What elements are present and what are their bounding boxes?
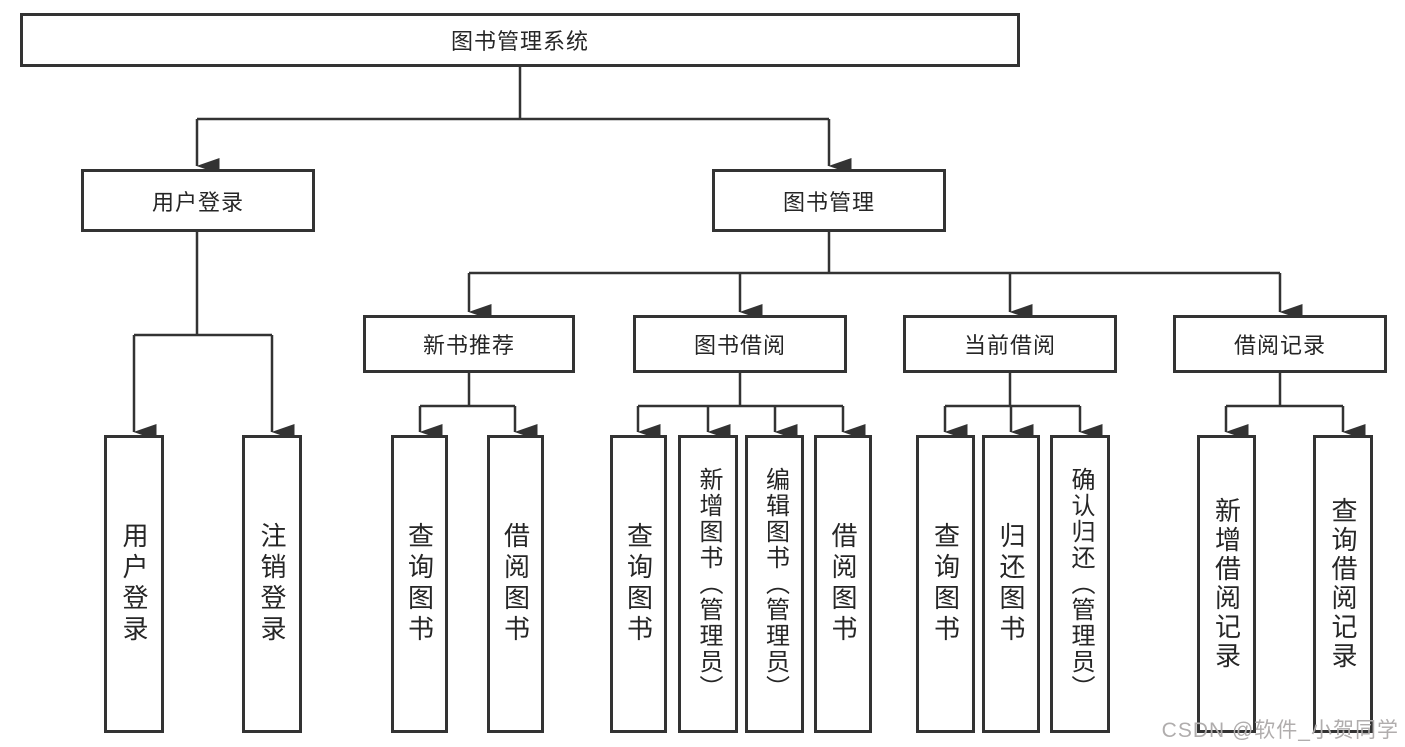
leaf-borrow-book-2-label: 借阅图书	[828, 522, 858, 646]
leaf-edit-book-admin-label: 编辑图书（管理员）	[761, 467, 789, 701]
leaf-return-book: 归还图书	[982, 435, 1040, 733]
node-new-book-rec-label: 新书推荐	[422, 333, 515, 358]
node-user-login: 用户登录	[81, 169, 315, 232]
node-user-login-label: 用户登录	[151, 189, 244, 215]
node-new-book-rec: 新书推荐	[363, 315, 575, 373]
connector-user-login	[134, 232, 272, 337]
connector-current-borrow	[945, 373, 1080, 408]
leaf-logout-label: 注销登录	[257, 522, 287, 646]
node-root-label: 图书管理系统	[450, 29, 589, 54]
leaf-confirm-return-admin: 确认归还（管理员）	[1050, 435, 1110, 733]
connector-borrow-records	[1226, 373, 1343, 408]
leaf-add-record-label: 新增借阅记录	[1211, 497, 1242, 671]
leaf-logout: 注销登录	[242, 435, 302, 733]
connector-book-borrow	[638, 373, 843, 408]
node-book-mgmt: 图书管理	[712, 169, 946, 232]
leaf-query-record: 查询借阅记录	[1313, 435, 1373, 733]
node-current-borrow-label: 当前借阅	[963, 333, 1056, 358]
leaf-user-login: 用户登录	[104, 435, 164, 733]
leaf-borrow-book-2: 借阅图书	[814, 435, 872, 733]
leaf-edit-book-admin: 编辑图书（管理员）	[745, 435, 804, 733]
node-borrow-records: 借阅记录	[1173, 315, 1387, 373]
leaf-query-book-3-label: 查询图书	[930, 522, 961, 646]
leaf-confirm-return-admin-label: 确认归还（管理员）	[1067, 467, 1094, 701]
leaf-query-book-2-label: 查询图书	[623, 522, 654, 646]
node-borrow-records-label: 借阅记录	[1233, 333, 1326, 358]
node-book-borrow-label: 图书借阅	[693, 333, 786, 358]
leaf-add-record: 新增借阅记录	[1197, 435, 1256, 733]
leaf-borrow-book-1-label: 借阅图书	[500, 522, 531, 646]
leaf-query-book-3: 查询图书	[916, 435, 975, 733]
leaf-query-book-2: 查询图书	[610, 435, 667, 733]
leaf-query-book-1-label: 查询图书	[404, 522, 435, 646]
leaf-return-book-label: 归还图书	[996, 522, 1026, 646]
leaf-query-record-label: 查询借阅记录	[1328, 497, 1358, 671]
node-root: 图书管理系统	[20, 13, 1020, 67]
leaf-borrow-book-1: 借阅图书	[487, 435, 544, 733]
connector-book-mgmt	[469, 232, 1280, 275]
node-current-borrow: 当前借阅	[903, 315, 1117, 373]
leaf-user-login-label: 用户登录	[119, 522, 149, 646]
node-book-mgmt-label: 图书管理	[782, 189, 875, 215]
leaf-add-book-admin: 新增图书（管理员）	[678, 435, 738, 733]
connector-new-book-rec	[420, 373, 515, 408]
connector-root	[197, 66, 829, 121]
node-book-borrow: 图书借阅	[633, 315, 847, 373]
watermark: CSDN @软件_小贺同学	[1161, 719, 1399, 742]
leaf-add-book-admin-label: 新增图书（管理员）	[695, 467, 722, 701]
leaf-query-book-1: 查询图书	[391, 435, 448, 733]
